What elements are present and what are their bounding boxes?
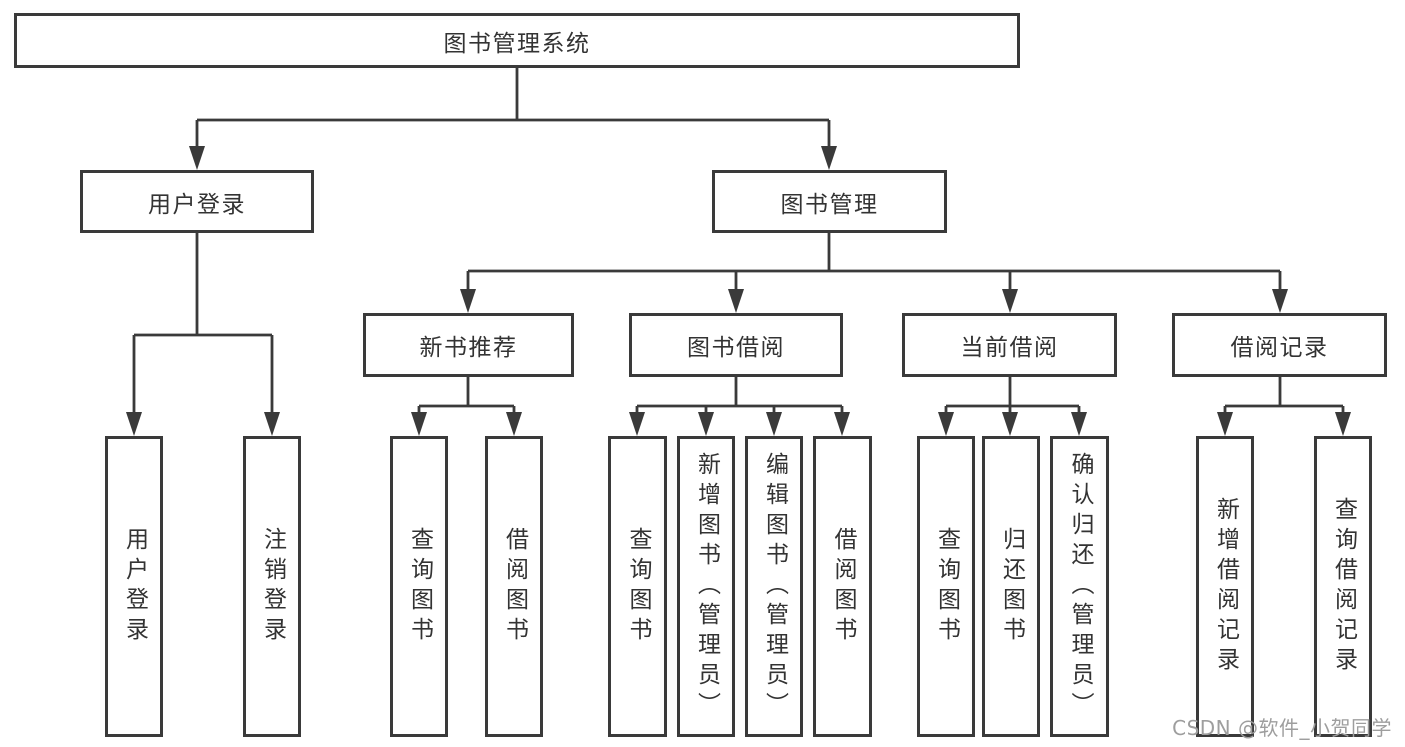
connector-user-login-to-children [132,233,274,420]
node-new-book-recommendation: 新书推荐 [363,313,574,377]
node-book-management: 图书管理 [712,170,947,233]
node-label: 用户登录 [121,526,148,647]
node-label: 用户登录 [148,191,246,218]
connector-borrowing-records-to-children [1223,377,1345,420]
node-logout-action: 注销登录 [243,436,301,737]
connector-new-book-recommendation-to-children [417,377,516,420]
connector-book-borrowing-to-children [635,377,844,420]
node-book-borrowing: 图书借阅 [629,313,843,377]
node-label: 新书推荐 [419,335,518,361]
node-label: 查询图书 [406,526,433,647]
node-label: 查询借阅记录 [1330,496,1357,677]
connector-root-to-level2 [195,68,831,152]
node-label: 归还图书 [998,526,1025,647]
node-query-books-current: 查询图书 [917,436,975,737]
node-label: 当前借阅 [960,335,1059,361]
node-add-borrow-record: 新增借阅记录 [1196,436,1254,737]
node-borrow-books-recommend: 借阅图书 [485,436,543,737]
node-label: 确认归还（管理员） [1067,451,1093,722]
node-label: 查询图书 [625,526,651,647]
csdn-watermark: CSDN @软件_小贺同学 [1172,716,1392,740]
node-label: 查询图书 [933,526,960,647]
node-add-books-admin: 新增图书（管理员） [677,436,735,737]
node-user-login: 用户登录 [80,170,314,233]
node-label: 新增借阅记录 [1212,496,1239,677]
node-label: 新增图书（管理员） [693,451,720,722]
node-user-login-action: 用户登录 [105,436,163,737]
node-label: 借阅图书 [501,526,528,647]
node-query-books-borrowing: 查询图书 [608,436,667,737]
node-label: 图书管理 [780,191,879,218]
node-library-management-system: 图书管理系统 [14,13,1020,68]
node-label: 借阅记录 [1230,335,1329,361]
node-label: 借阅图书 [830,526,856,647]
node-label: 图书借阅 [687,335,785,361]
connector-book-management-to-children [466,233,1282,297]
node-label: 图书管理系统 [443,30,591,57]
arrowheads [126,146,1351,436]
node-query-books-recommend: 查询图书 [390,436,448,737]
node-return-books: 归还图书 [982,436,1040,737]
node-label: 编辑图书（管理员） [761,451,788,722]
node-query-borrow-record: 查询借阅记录 [1314,436,1372,737]
node-current-borrowing: 当前借阅 [902,313,1117,377]
node-borrow-books-borrowing: 借阅图书 [813,436,872,737]
node-borrowing-records: 借阅记录 [1172,313,1387,377]
node-edit-books-admin: 编辑图书（管理员） [745,436,803,737]
node-confirm-return-admin: 确认归还（管理员） [1050,436,1109,737]
node-label: 注销登录 [259,526,286,647]
